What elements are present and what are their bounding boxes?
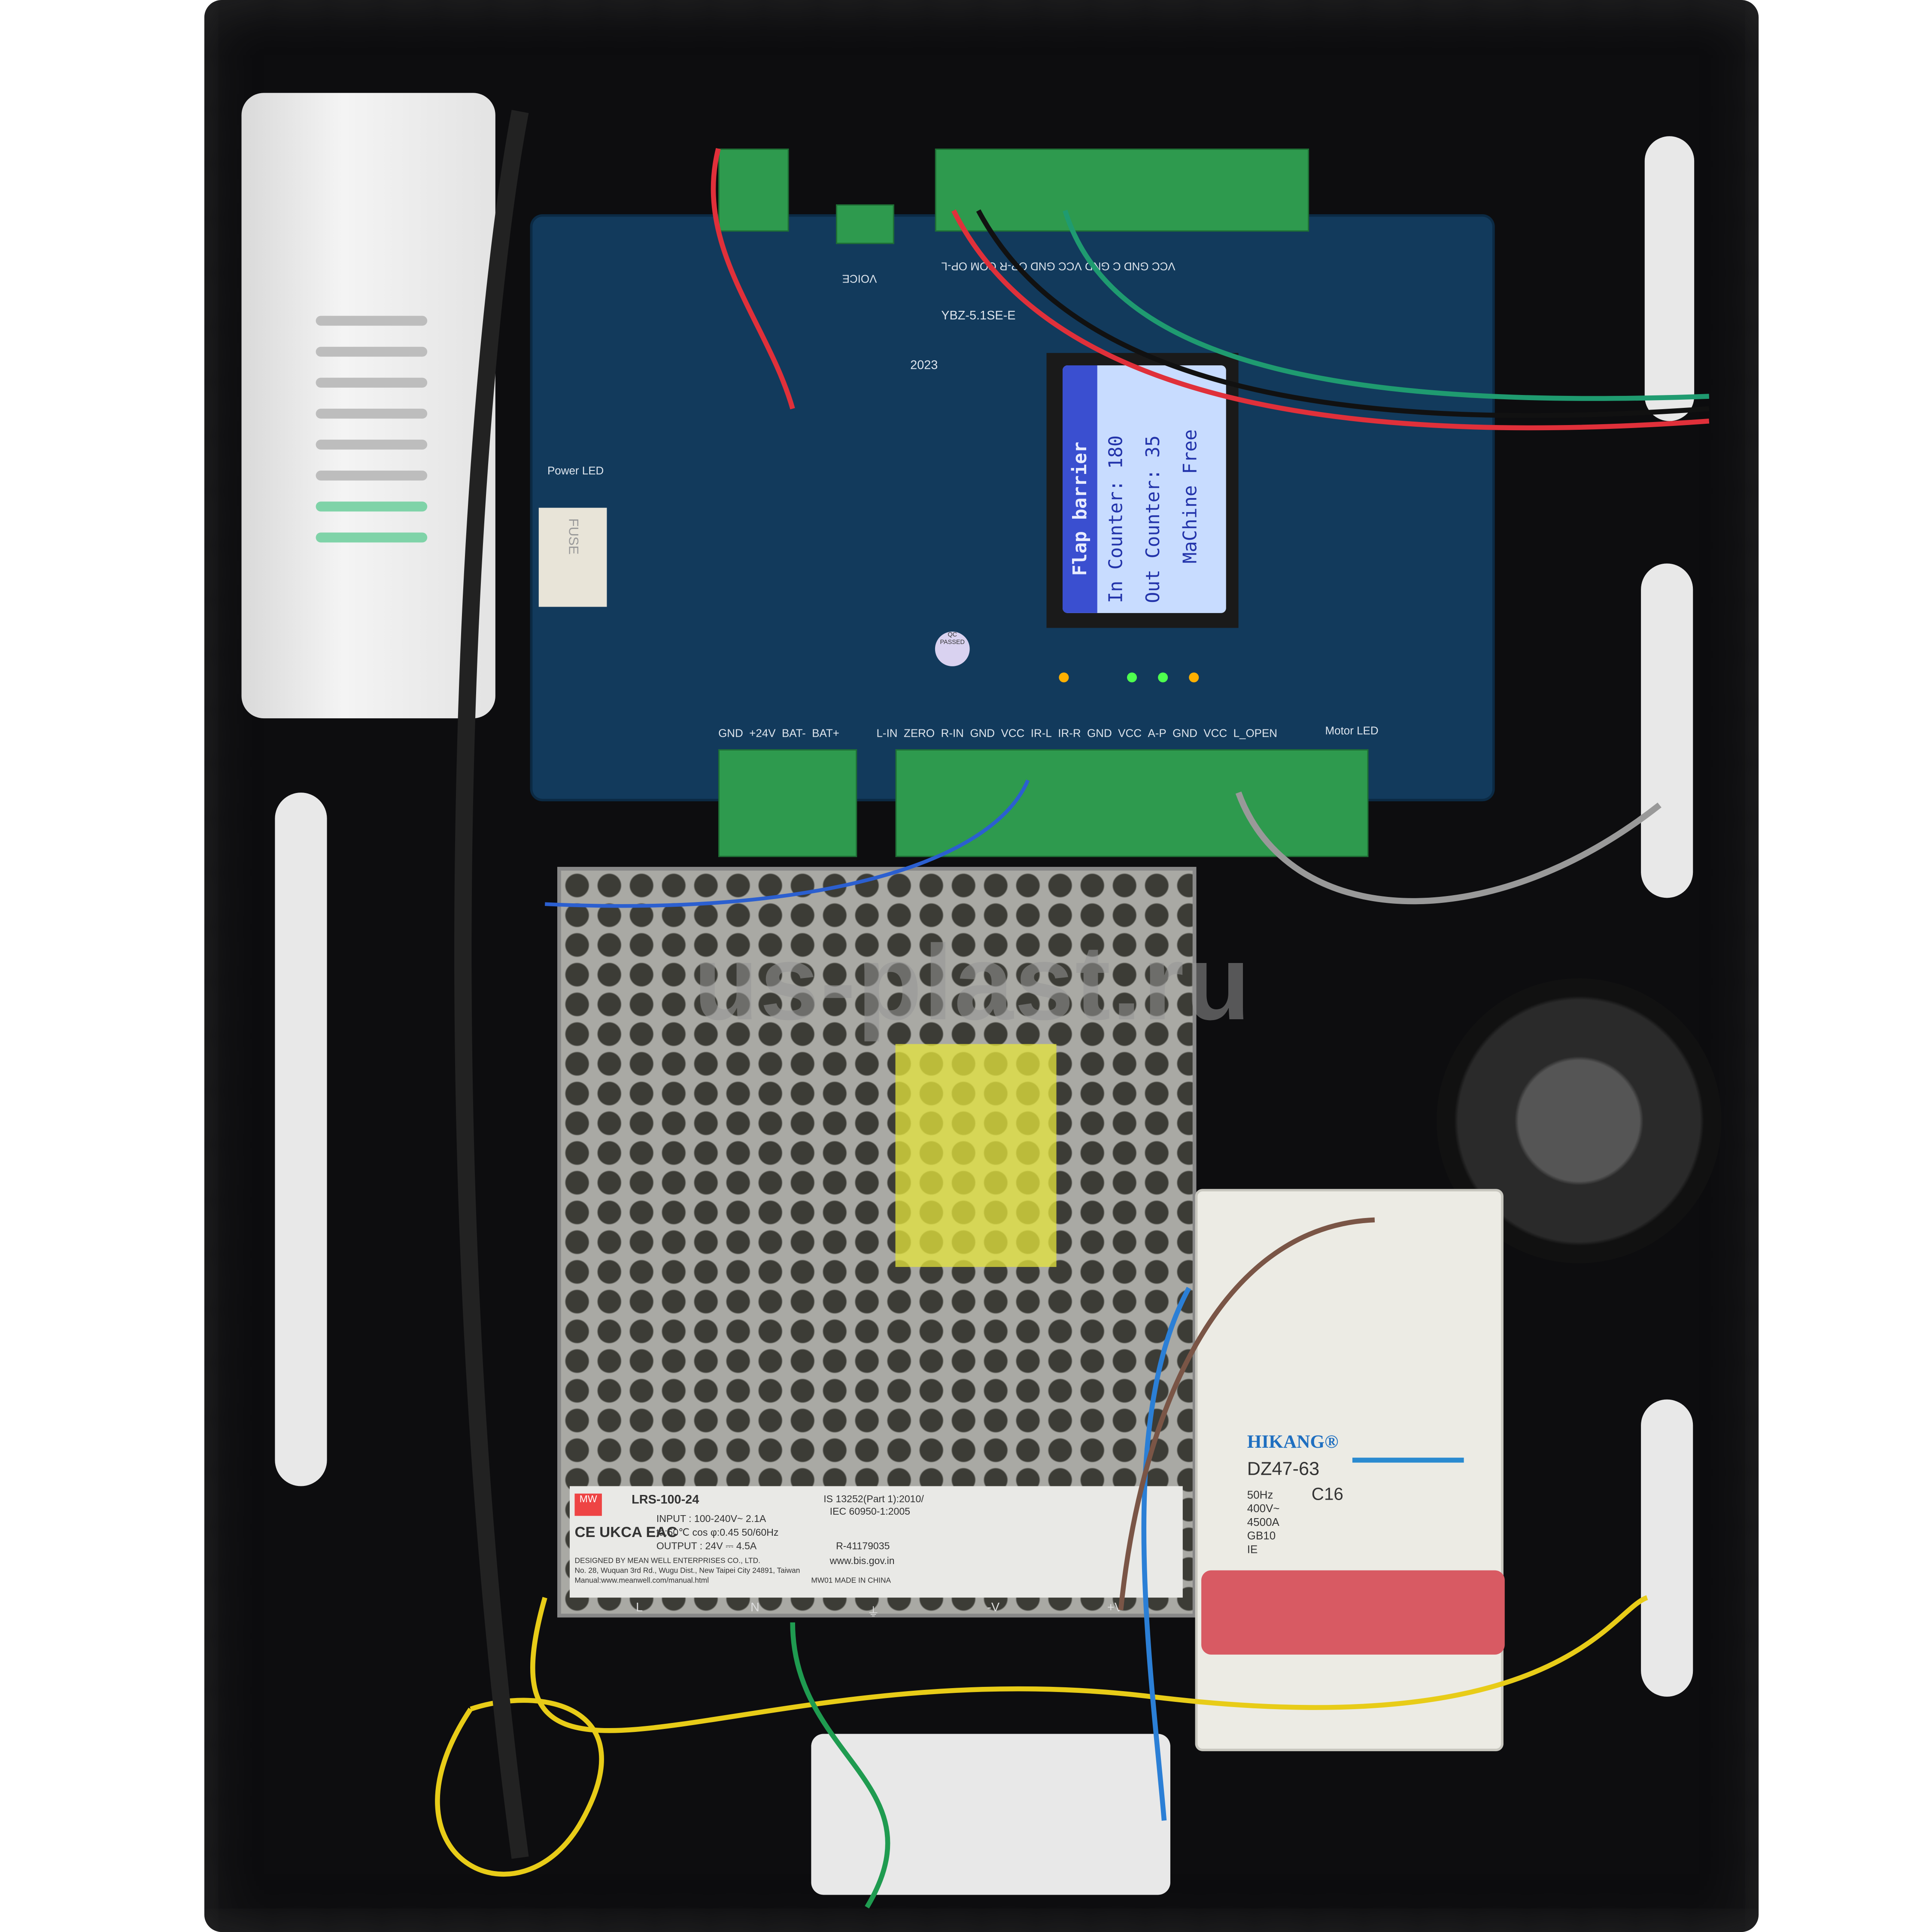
- breaker-brand: HIKANG®: [1247, 1433, 1339, 1453]
- terminal-label: ⏚: [867, 1606, 880, 1620]
- terminal-label: ZERO: [903, 727, 935, 740]
- terminal-block: [718, 149, 789, 232]
- board-model: YBZ-5.1SE-E: [941, 310, 1016, 323]
- terminal-label: R-IN: [941, 727, 964, 740]
- psu-input: INPUT : 100-240V~ 2.1A: [656, 1513, 766, 1525]
- psu-output: OUTPUT : 24V ⎓ 4.5A: [656, 1540, 757, 1552]
- breaker-blue-stripe: [1352, 1458, 1464, 1463]
- enclosure-slot-right-top: [1644, 136, 1695, 421]
- status-led: [1127, 672, 1137, 683]
- cert-marks: CE UKCA EAC: [574, 1523, 677, 1541]
- breaker-standard: GB10: [1247, 1529, 1276, 1542]
- terminal-label: L-IN: [876, 727, 898, 740]
- lcd-display: Flap barrier In Counter: 180 Out Counter…: [1062, 365, 1226, 613]
- terminal-label: VCC: [1203, 727, 1227, 740]
- breaker-specs: 50Hz 400V~ 4500A GB10 IE: [1247, 1488, 1280, 1557]
- psu-terminal-labels: L N ⏚ -V +V: [582, 1601, 1177, 1620]
- psu-reg: R-41179035: [836, 1540, 890, 1552]
- power-led-label: Power LED: [547, 464, 604, 477]
- qc-sticker: QC PASSED: [935, 632, 970, 666]
- psu-address: No. 28, Wuquan 3rd Rd., Wugu Dist., New …: [574, 1567, 800, 1576]
- terminal-block: [836, 204, 894, 244]
- cable-opening: [811, 1734, 1170, 1895]
- terminal-label: IR-L: [1030, 727, 1052, 740]
- board-year: 2023: [910, 359, 938, 373]
- terminal-label: IR-R: [1058, 727, 1081, 740]
- terminal-block-power: [718, 749, 857, 857]
- psu-cos: ta:50℃ cos φ:0.45 50/60Hz: [656, 1527, 779, 1538]
- terminal-label: VCC: [1118, 727, 1142, 740]
- psu-manual: Manual:www.meanwell.com/manual.html: [574, 1577, 709, 1586]
- breaker-toggle[interactable]: [1201, 1570, 1505, 1655]
- status-led: [1158, 672, 1168, 683]
- terminal-label: -V: [987, 1601, 1000, 1615]
- circuit-breaker: HIKANG® DZ47-63 C16 50Hz 400V~ 4500A GB1…: [1195, 1189, 1504, 1751]
- meanwell-logo: MW: [574, 1493, 602, 1516]
- fuse: FUSE: [538, 507, 607, 607]
- enclosure-slot-right-mid: [1641, 563, 1693, 898]
- terminal-label: GND: [1173, 727, 1197, 740]
- terminal-label: VCC: [1001, 727, 1025, 740]
- terminal-label: A-P: [1148, 727, 1166, 740]
- terminal-label: GND: [1087, 727, 1112, 740]
- transformer: [895, 1044, 1057, 1267]
- breaker-capacity: 4500A: [1247, 1516, 1279, 1528]
- status-led: [1189, 672, 1199, 683]
- motor-led-label: Motor LED: [1325, 724, 1379, 737]
- terminal-label: GND: [970, 727, 995, 740]
- status-led: [1059, 672, 1069, 683]
- terminal-label: BAT+: [812, 727, 839, 740]
- breaker-voltage: 400V~: [1247, 1502, 1280, 1515]
- terminal-label: BAT-: [781, 727, 806, 740]
- psu-model: LRS-100-24: [632, 1493, 699, 1507]
- enclosure-slot-right-bottom: [1641, 1399, 1693, 1697]
- breaker-rating: C16: [1311, 1483, 1343, 1504]
- psu-bis: www.bis.gov.in: [829, 1555, 895, 1567]
- breaker-frequency: 50Hz: [1247, 1488, 1273, 1501]
- psu-made: MW01 MADE IN CHINA: [811, 1577, 891, 1586]
- enclosure-slot-left: [275, 793, 327, 1486]
- terminal-label: N: [750, 1601, 759, 1615]
- led-driver-module: [241, 93, 495, 719]
- terminal-block-top: [935, 149, 1309, 232]
- psu-designer: DESIGNED BY MEAN WELL ENTERPRISES CO., L…: [574, 1558, 760, 1566]
- watermark: us-plast.ru: [693, 923, 1252, 1043]
- psu-standard1: IS 13252(Part 1):2010/: [823, 1493, 924, 1505]
- terminal-label: L: [636, 1601, 643, 1615]
- terminal-label: +24V: [749, 727, 776, 740]
- power-supply-label: MW LRS-100-24 CE UKCA EAC INPUT : 100-24…: [569, 1486, 1183, 1598]
- terminal-label: GND: [718, 727, 743, 740]
- breaker-standard-2: IE: [1247, 1543, 1258, 1556]
- bottom-terminal-labels: GND +24V BAT- BAT+ L-IN ZERO R-IN GND VC…: [718, 727, 1277, 739]
- psu-standard2: IEC 60950-1:2005: [829, 1506, 911, 1517]
- terminal-label: L_OPEN: [1233, 727, 1278, 740]
- controller-board: VOICE YBZ-5.1SE-E 2023 VCC GND C GND VCC…: [532, 149, 1492, 857]
- breaker-model: DZ47-63: [1247, 1459, 1320, 1480]
